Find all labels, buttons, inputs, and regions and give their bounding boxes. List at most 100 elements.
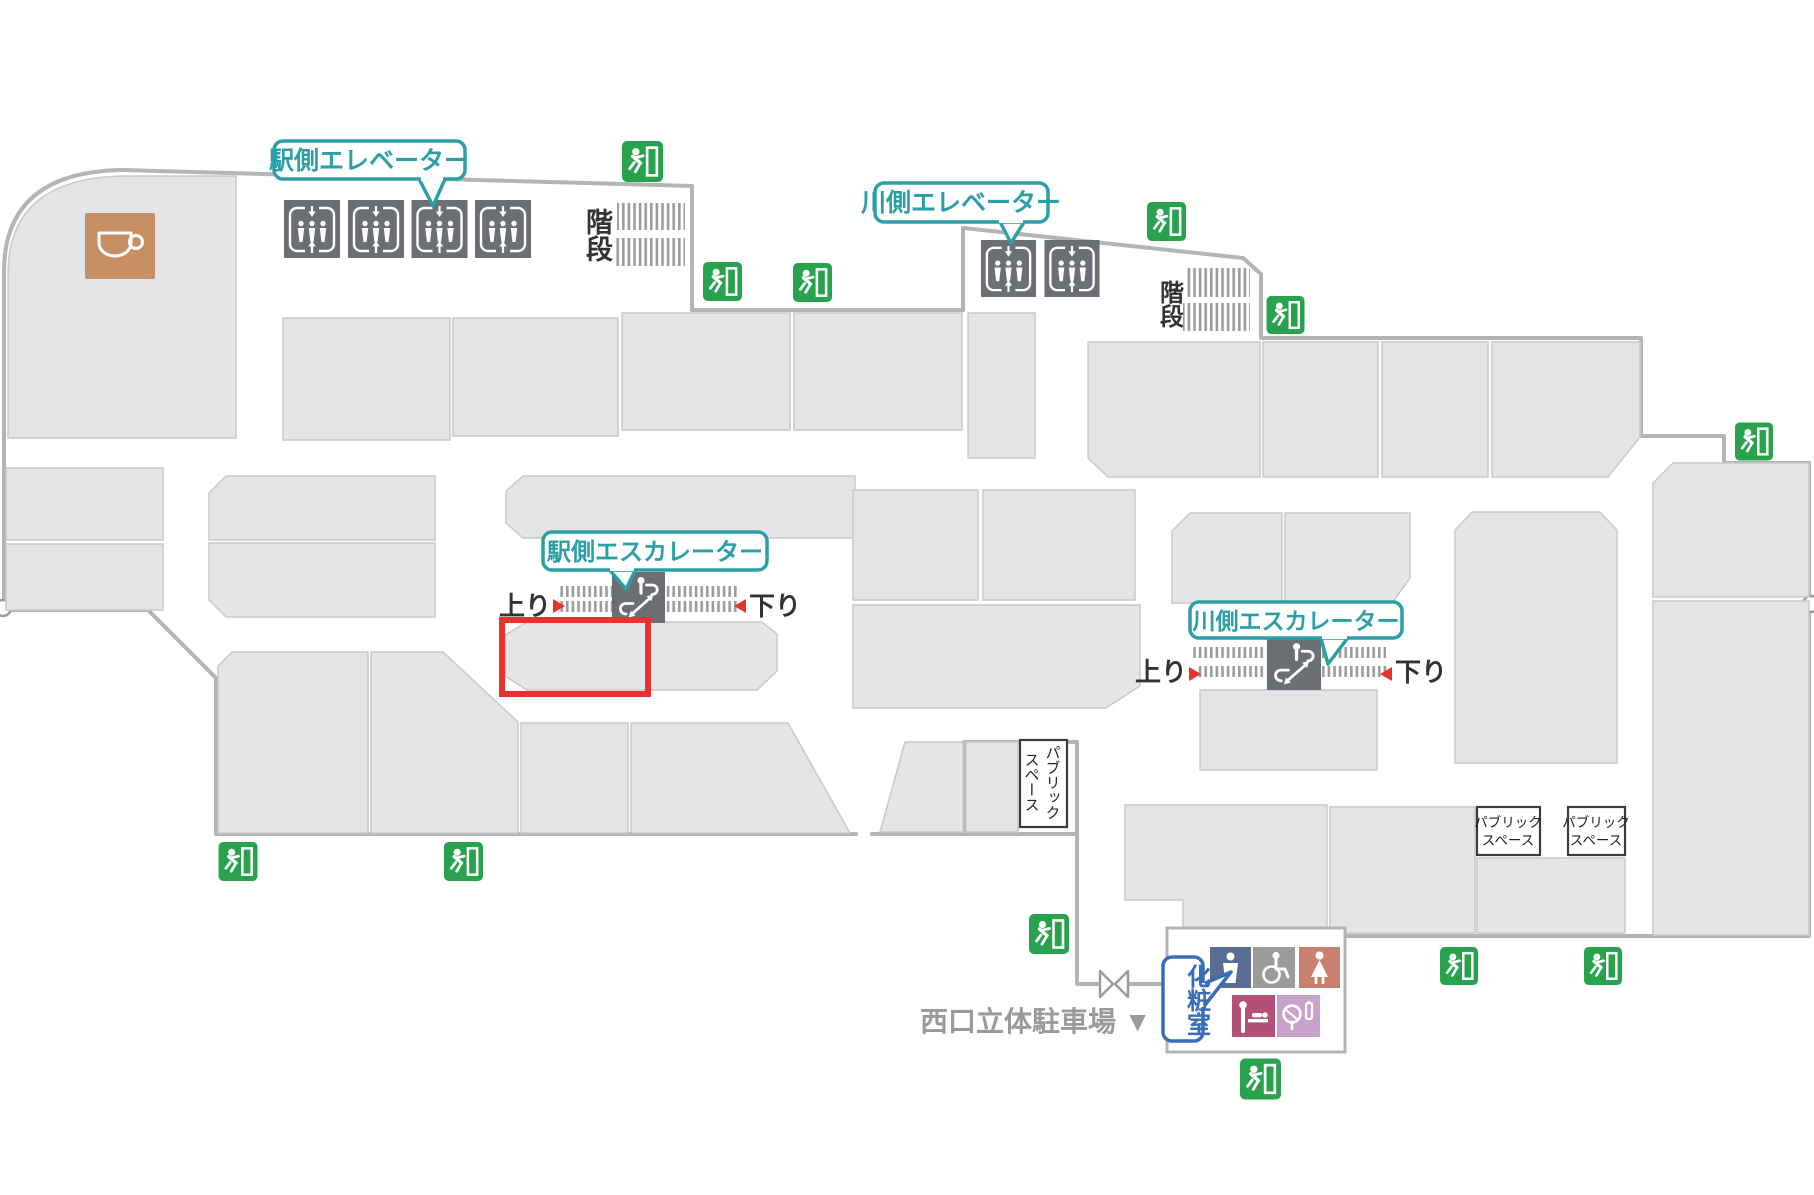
- stairs-hatch: [615, 238, 685, 266]
- wheelchair-icon: [1253, 947, 1295, 988]
- exit-icon: [1240, 1058, 1281, 1100]
- river-escalator-callout: 川側エスカレーター: [1188, 600, 1404, 666]
- shop-room: [793, 312, 963, 431]
- elevator-icon: [348, 200, 404, 258]
- shop-room: [852, 604, 1141, 709]
- escalator-tread: [665, 601, 738, 612]
- parking-passage: 西口立体駐車場 ▼: [920, 969, 1152, 1037]
- exit-icon: [622, 141, 663, 182]
- shop-room: [7, 175, 237, 439]
- exit-icon: [1584, 946, 1622, 986]
- stairs-hatch: [1183, 303, 1250, 331]
- shop-room: [208, 475, 436, 541]
- restroom-label: 化粧室: [1183, 963, 1211, 1036]
- escalator-tread: [560, 601, 612, 612]
- bowtie-door-icon: [1098, 969, 1130, 999]
- shop-rooms: [5, 175, 1810, 936]
- shop-room: [520, 722, 629, 834]
- building-wall-left: [2, 270, 858, 836]
- womens-toilet-icon: [1299, 947, 1340, 988]
- cafe-area: [85, 213, 155, 279]
- escalator-tread: [1322, 647, 1386, 658]
- exit-icon: [1735, 422, 1773, 461]
- stairs-hatch: [617, 203, 685, 230]
- up-label: 上り: [499, 591, 551, 621]
- exit-icon: [793, 263, 832, 302]
- cosmetics-icon: [1277, 995, 1320, 1037]
- building-wall-top: [2, 168, 1811, 938]
- exit-icon: [703, 262, 742, 301]
- shop-room: [879, 741, 964, 833]
- exit-icon: [1029, 914, 1069, 954]
- escalator-icon: [1266, 638, 1322, 690]
- parking-label: 西口立体駐車場 ▼: [920, 1005, 1152, 1037]
- stairs-river-side: 階段: [1156, 268, 1250, 331]
- escalator-tread: [1197, 666, 1266, 677]
- highlighted-shop-room: [504, 621, 778, 691]
- public-space-label: スペース: [1482, 833, 1534, 848]
- escalator-tread: [560, 586, 612, 597]
- public-space-label: スペース: [1023, 752, 1040, 812]
- stairs-hatch: [1185, 268, 1250, 297]
- shop-room: [621, 312, 791, 431]
- up-arrow: [1189, 667, 1201, 681]
- station-escalator-callout: 駅側エスカレーター: [541, 530, 769, 591]
- river-elevator-callout: 川側エレベーター: [861, 181, 1061, 245]
- public-space-box-1: パブリック スペース: [1474, 805, 1542, 857]
- exit-icon: [1266, 296, 1305, 334]
- exit-icon: [1147, 202, 1186, 241]
- stairs-station-side: 階段: [582, 203, 685, 266]
- shop-room: [217, 651, 369, 834]
- stairs-label: 階段: [1156, 280, 1184, 329]
- public-space-vertical-box: パブリック スペース: [1018, 738, 1069, 829]
- down-label: 下り: [1395, 657, 1447, 687]
- shop-room: [505, 475, 856, 539]
- river-elevator-label: 川側エレベーター: [861, 189, 1061, 217]
- public-space-label: パブリック: [1044, 745, 1061, 820]
- escalator-tread: [1192, 647, 1266, 658]
- exit-icon: [443, 842, 484, 881]
- shop-room: [1199, 689, 1378, 771]
- escalator-tread: [665, 586, 737, 597]
- shop-room: [1329, 806, 1476, 934]
- public-space-label: スペース: [1570, 833, 1622, 848]
- shop-room: [1124, 804, 1328, 929]
- shop-room: [5, 543, 164, 611]
- exit-icon: [218, 842, 258, 881]
- down-label: 下り: [749, 591, 801, 621]
- shop-room: [208, 542, 436, 618]
- river-escalator-label: 川側エスカレーター: [1193, 608, 1400, 634]
- exit-icon: [1440, 946, 1478, 986]
- up-arrow: [553, 599, 565, 613]
- public-space-label: パブリック: [1474, 814, 1542, 830]
- station-elevator-callout: 駅側エレベーター: [269, 139, 469, 208]
- shop-room: [1476, 857, 1626, 934]
- down-arrow: [1380, 667, 1392, 681]
- shop-room: [452, 317, 619, 437]
- shop-room: [852, 489, 979, 601]
- shop-room: [370, 651, 519, 834]
- public-space-label: パブリック: [1562, 814, 1630, 830]
- up-label: 上り: [1135, 657, 1187, 687]
- elevator-icon: [411, 200, 468, 258]
- shop-room: [5, 467, 164, 541]
- elevator-icon: [980, 240, 1037, 297]
- shop-room: [1652, 600, 1810, 936]
- elevator-icon: [1044, 240, 1100, 297]
- river-side-elevators: [980, 240, 1100, 297]
- shop-room: [282, 317, 451, 441]
- river-side-escalator: 上り 下り: [1135, 638, 1447, 690]
- elevator-icon: [284, 200, 340, 258]
- shop-room: [1491, 341, 1641, 478]
- shop-room: [965, 741, 1019, 833]
- elevator-icon: [475, 200, 531, 258]
- shop-room: [1284, 512, 1411, 604]
- shop-room: [967, 312, 1036, 459]
- shop-room: [982, 489, 1136, 601]
- selected-shop-highlight[interactable]: [499, 617, 651, 697]
- stairs-label: 階段: [582, 208, 613, 263]
- shop-room: [630, 722, 852, 834]
- building-wall-bottom-center: [870, 740, 1169, 986]
